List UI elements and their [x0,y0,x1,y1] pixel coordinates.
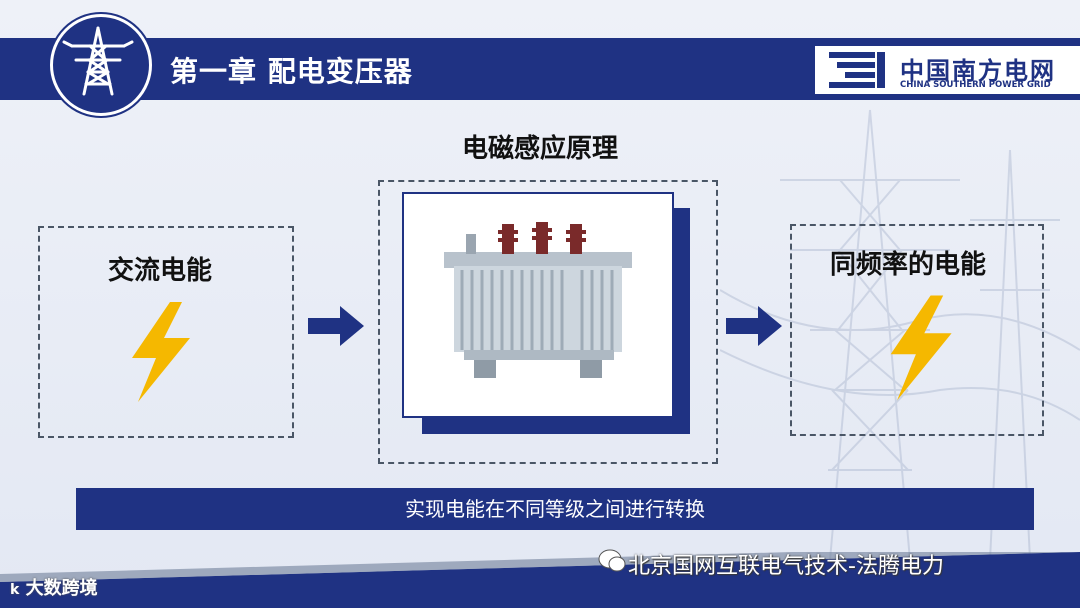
transmission-tower-icon [50,14,146,110]
lightning-bolt-icon [118,302,198,402]
output-energy-label: 同频率的电能 [830,244,986,281]
arrow-right-icon [726,306,782,346]
chapter-title: 第一章 配电变压器 [170,50,413,90]
brand-name-english: CHINA SOUTHERN POWER GRID [900,80,1051,90]
wechat-icon [598,548,626,574]
center-title: 电磁感应原理 [462,128,618,165]
corner-brand: k 大数跨境 [10,574,98,600]
arrow-right-icon [308,306,364,346]
chapter-logo [50,14,152,116]
lightning-bolt-icon [876,288,960,408]
transformer-illustration [404,194,672,416]
transformer-image [402,192,674,418]
csg-logo-icon [827,48,897,92]
caption-bar: 实现电能在不同等级之间进行转换 [76,488,1034,530]
watermark-text: 北京国网互联电气技术-法腾电力 [628,548,944,580]
caption-text: 实现电能在不同等级之间进行转换 [76,488,1034,530]
corner-logo-mark: k [10,582,19,598]
corner-brand-text: 大数跨境 [26,578,98,599]
input-energy-label: 交流电能 [108,250,212,287]
